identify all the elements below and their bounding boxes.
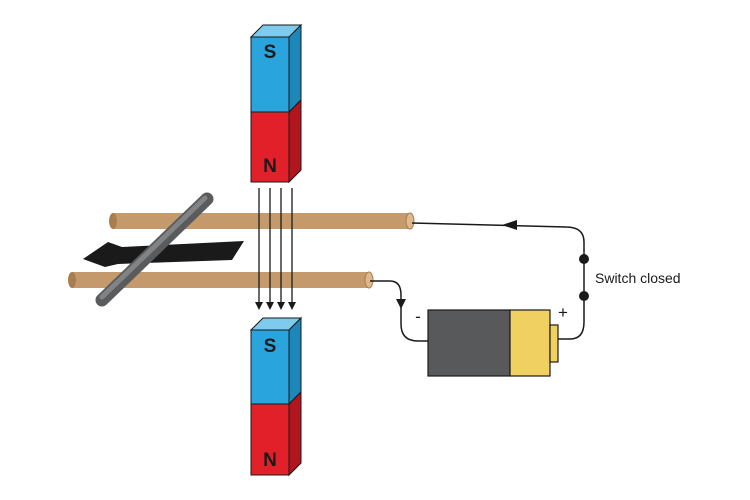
battery-cap — [509, 309, 551, 377]
top-magnet: S N — [249, 23, 303, 184]
current-arrow-front — [396, 299, 406, 309]
back-rail — [109, 212, 415, 230]
bottom-magnet-side-north — [288, 390, 302, 477]
switch-label: Switch closed — [595, 270, 681, 286]
top-magnet-south-label: S — [264, 42, 277, 63]
bottom-magnet-north-pole — [250, 403, 290, 476]
circuit-wires — [370, 222, 585, 342]
current-arrow-back — [502, 220, 517, 230]
top-magnet-side-north — [288, 98, 302, 184]
front-rail — [68, 271, 374, 289]
battery-terminal — [549, 324, 559, 363]
top-magnet-north-label: N — [263, 156, 277, 177]
battery-positive-label: + — [558, 303, 568, 322]
battery-negative-label: - — [415, 307, 421, 326]
bottom-magnet: S N — [249, 316, 303, 477]
battery-body — [427, 309, 511, 377]
rolling-rod — [95, 192, 214, 307]
switch-contact-bottom — [579, 291, 589, 301]
top-magnet-north-pole — [250, 111, 290, 183]
top-magnet-side-south — [288, 23, 302, 114]
wire-front-rail-to-battery-negative — [370, 280, 428, 342]
bottom-magnet-south-pole — [250, 329, 290, 405]
bottom-magnet-south-label: S — [264, 336, 277, 357]
battery: - + — [415, 303, 568, 377]
top-magnet-south-pole — [250, 36, 290, 113]
wire-battery-positive-to-switch — [558, 296, 585, 340]
switch-contact-top — [579, 254, 589, 264]
bottom-magnet-side-south — [288, 316, 302, 406]
wire-switch-to-back-rail — [411, 222, 585, 259]
bottom-magnet-north-label: N — [263, 450, 277, 471]
force-arrow — [83, 241, 244, 267]
magnetic-field-lines — [255, 188, 296, 310]
